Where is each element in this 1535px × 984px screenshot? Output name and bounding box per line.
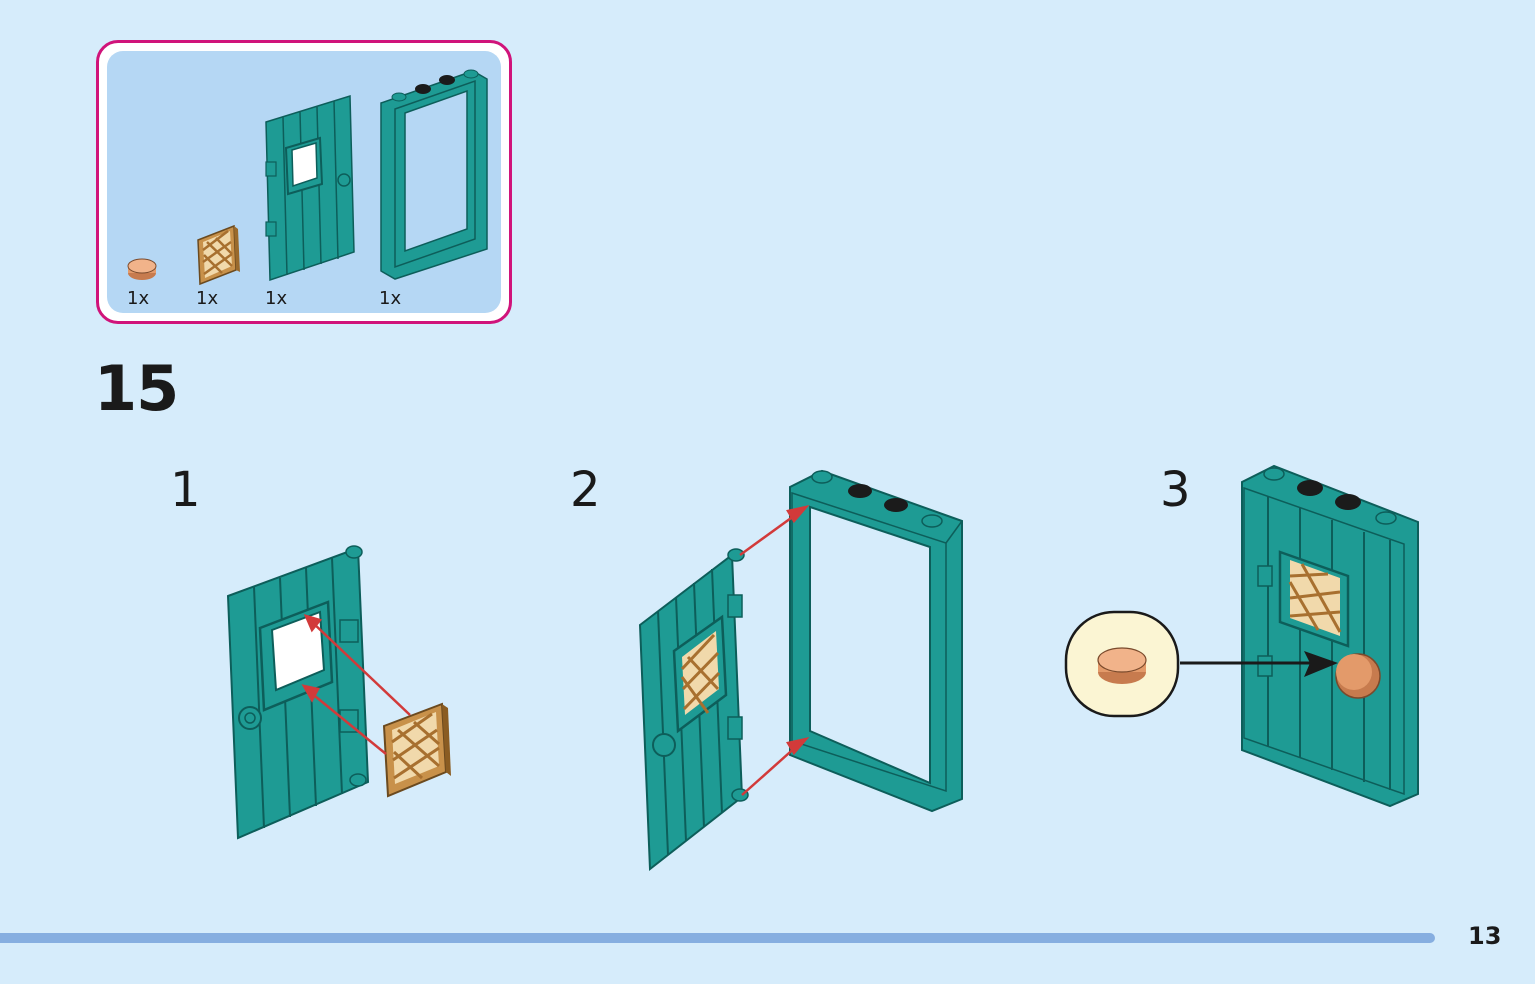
tan-round-tile-icon xyxy=(127,258,157,280)
black-arrow xyxy=(1180,651,1338,677)
tan-tile-on-door-3 xyxy=(1335,653,1381,699)
part-qty-door: 1x xyxy=(265,288,288,309)
teal-door-frame-icon xyxy=(380,69,488,280)
red-arrows-1 xyxy=(301,614,411,755)
part-qty-tile: 1x xyxy=(127,288,150,309)
teal-door-icon xyxy=(265,94,355,282)
substep-number-2: 2 xyxy=(570,462,601,518)
door-frame-illustration-2 xyxy=(789,469,963,813)
substep-number-1: 1 xyxy=(170,462,201,518)
substep-2-illustration xyxy=(638,469,963,871)
part-qty-window: 1x xyxy=(196,288,219,309)
door-illustration-1 xyxy=(226,545,370,840)
tile-callout xyxy=(1064,610,1180,718)
substep-3-illustration xyxy=(1241,464,1419,808)
tan-round-tile-callout-icon xyxy=(1097,647,1147,684)
assembled-door-illustration-3 xyxy=(1241,464,1419,808)
step-number: 15 xyxy=(94,352,179,425)
substep-1-illustration xyxy=(226,545,451,840)
page-number: 13 xyxy=(1468,922,1502,950)
lattice-window-illustration-1 xyxy=(382,702,451,798)
door-illustration-2 xyxy=(638,548,749,871)
red-arrows-2 xyxy=(739,504,810,796)
gold-lattice-window-icon xyxy=(197,224,240,286)
part-qty-frame: 1x xyxy=(379,288,402,309)
substep-number-3: 3 xyxy=(1160,462,1191,518)
page-progress-bar xyxy=(0,933,1435,943)
